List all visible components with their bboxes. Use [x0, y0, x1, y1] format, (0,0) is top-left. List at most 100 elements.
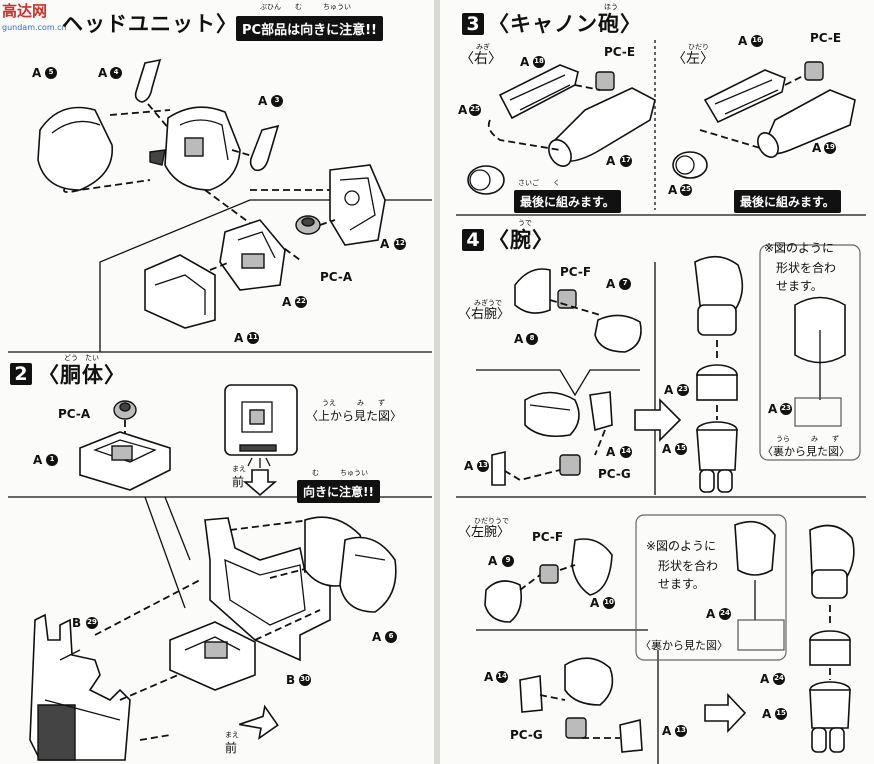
front-label: 前	[232, 475, 245, 489]
label-pcf-left: PC-F	[532, 530, 564, 544]
label-pce-left: PC-E	[810, 31, 842, 45]
label-a18: A	[520, 55, 530, 69]
label-pce-right: PC-E	[604, 45, 636, 59]
orientation-note: 向きに注意!!	[297, 480, 380, 503]
step4-ruby: うで	[518, 219, 532, 227]
front2-label: 前	[225, 741, 238, 755]
part-number-n23b: 23	[781, 404, 791, 412]
part-number-n18: 18	[534, 57, 544, 65]
part-number-n15: 15	[676, 444, 686, 452]
label-a15: A	[662, 442, 672, 456]
back-view-caption-left: 〈裏から見た図〉	[640, 639, 728, 652]
label-a24b: A	[760, 672, 770, 686]
part-number-n11: 11	[248, 333, 258, 341]
label-pcg-right: PC-G	[598, 467, 631, 481]
page-spine	[434, 0, 440, 764]
part-number-n25: 25	[470, 105, 480, 113]
back-view-ruby: うら み ず	[776, 435, 839, 443]
label-a14b: A	[484, 670, 494, 684]
label-pcf-right: PC-F	[560, 265, 592, 279]
part-number-n10: 10	[604, 598, 614, 606]
label-b30: B	[286, 673, 296, 687]
step2-title: 〈胴体〉	[38, 363, 126, 387]
part-number-n14: 14	[621, 447, 631, 455]
label-b29: B	[72, 616, 82, 630]
part-number-n19: 19	[825, 143, 835, 151]
right-arm-label: 〈右腕〉	[458, 307, 511, 322]
label-a22: A	[282, 295, 292, 309]
step3-number: 3	[462, 13, 484, 35]
label-a24: A	[706, 607, 716, 621]
label-a13b: A	[662, 724, 672, 738]
left-arm-label: 〈左腕〉	[458, 525, 511, 540]
part-number-n23: 23	[678, 385, 688, 393]
part-number-n16: 16	[752, 36, 762, 44]
right-arm-ruby: みぎうで	[474, 299, 502, 307]
left-arm-ruby: ひだりうで	[474, 517, 509, 525]
front2-ruby: まえ	[225, 731, 239, 739]
label-pca-head: PC-A	[320, 270, 353, 284]
part-number-n25b: 25	[681, 185, 691, 193]
part-number-n1: 1	[49, 455, 55, 463]
step4-number: 4	[462, 229, 484, 251]
part-number-n13b: 13	[676, 726, 686, 734]
attach-last-note-right: 最後に組みます。	[514, 190, 621, 213]
label-pca-body: PC-A	[58, 407, 91, 421]
label-a15b: A	[762, 707, 772, 721]
part-number-n30: 30	[300, 675, 310, 683]
part-number-n9: 9	[505, 556, 511, 564]
step1-note-ruby: ぶひん む ちゅうい	[260, 3, 351, 11]
part-number-n24b: 24	[774, 674, 784, 682]
label-a7: A	[606, 277, 616, 291]
shape-note-right-2: 形状を合わ	[776, 261, 837, 275]
part-number-n7: 7	[622, 279, 628, 287]
left-side-ruby: ひだり	[688, 43, 709, 51]
shape-note-right-1: ※図のように	[764, 241, 835, 255]
label-a10: A	[590, 596, 600, 610]
top-view-ruby: うえ み ず	[322, 399, 385, 407]
right-side-ruby: みぎ	[476, 43, 490, 51]
label-a19: A	[812, 141, 822, 155]
top-view-caption: 〈上から見た図〉	[306, 409, 403, 423]
shape-note-right-3: せます。	[776, 279, 823, 293]
label-a5: A	[32, 66, 42, 80]
shape-note-left-1: ※図のように	[646, 539, 717, 553]
label-a11: A	[234, 331, 244, 345]
label-a3: A	[258, 94, 268, 108]
label-a23: A	[664, 383, 674, 397]
part-number-n17: 17	[621, 156, 631, 164]
step2-number: 2	[10, 363, 32, 385]
label-a13: A	[464, 459, 474, 473]
part-number-n3: 3	[274, 96, 280, 104]
watermark-url: gundam.com.cn	[2, 23, 67, 32]
part-number-n14b: 14	[497, 672, 507, 680]
label-a6: A	[372, 630, 382, 644]
label-a23b: A	[768, 402, 778, 416]
attach-ruby: さいご く	[518, 179, 560, 187]
part-number-n8: 8	[529, 334, 535, 342]
label-pcg-left: PC-G	[510, 728, 543, 742]
label-a25b: A	[668, 183, 678, 197]
label-a4: A	[98, 66, 108, 80]
step1-caution-note: PC部品は向きに注意!!	[236, 16, 383, 41]
right-side-label: 〈右〉	[460, 51, 502, 67]
part-number-n22: 22	[296, 297, 306, 305]
shape-note-left-3: せます。	[658, 577, 705, 591]
label-a12: A	[380, 237, 390, 251]
label-a8: A	[514, 332, 524, 346]
label-a25: A	[458, 103, 468, 117]
front-ruby: まえ	[232, 465, 246, 473]
back-view-caption-right: 〈裏から見た図〉	[762, 445, 850, 458]
part-number-n5: 5	[48, 68, 54, 76]
step3-title: 〈キャノン砲〉	[488, 12, 642, 36]
part-number-n12: 12	[395, 239, 405, 247]
part-number-n24: 24	[720, 609, 730, 617]
step1-title: ヘッドユニット〉	[62, 12, 238, 36]
step3-ruby: ほう	[604, 3, 618, 11]
part-number-n6: 6	[388, 632, 394, 640]
attach-last-note-left: 最後に組みます。	[734, 190, 841, 213]
part-number-n29: 29	[87, 618, 97, 626]
step2-ruby: どう たい	[64, 354, 99, 362]
orientation-ruby: む ちゅうい	[312, 469, 368, 477]
